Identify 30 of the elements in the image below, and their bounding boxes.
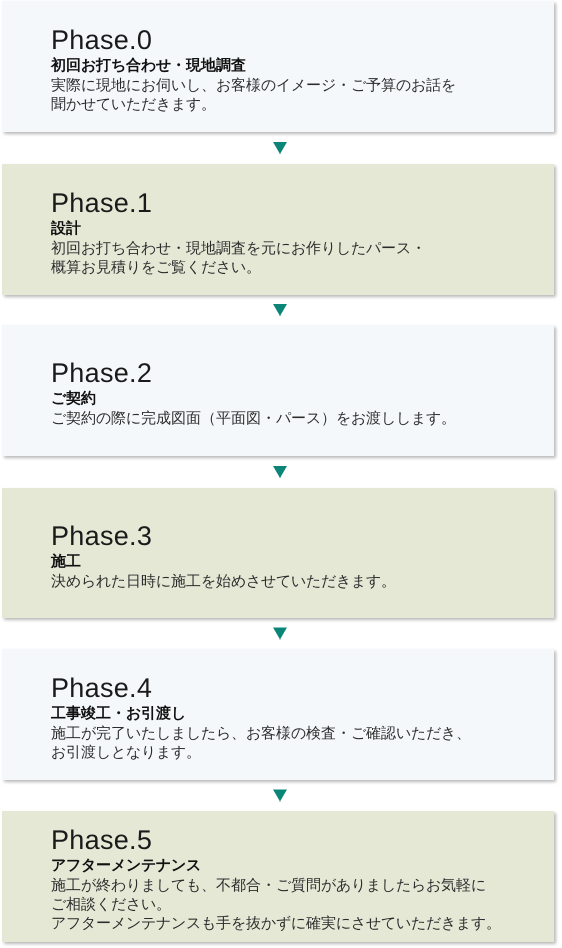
phase-title: Phase.2 (51, 358, 152, 388)
step-description: ご契約の際に完成図面（平面図・パース）をお渡しします。 (51, 409, 456, 428)
phase-card (2, 164, 554, 295)
arrow (273, 304, 287, 316)
arrow (273, 142, 287, 154)
phase-card (2, 325, 554, 456)
phase-card (2, 811, 554, 942)
arrow (273, 466, 287, 478)
step-heading: 施工 (51, 552, 81, 572)
step-heading: 初回お打ち合わせ・現地調査 (51, 56, 246, 76)
phase-card (2, 488, 554, 618)
step-description: 施工が完了いたしましたら、お客様の検査・ご確認いただき、お引渡しとなります。 (51, 724, 472, 762)
step-description: 実際に現地にお伺いし、お客様のイメージ・ご予算のお話を聞かせていただきます。 (51, 76, 457, 114)
phase-title: Phase.1 (51, 188, 152, 218)
arrow (273, 627, 287, 640)
phase-title: Phase.5 (51, 825, 152, 855)
step-heading: ご契約 (51, 389, 96, 409)
step-description: 決められた日時に施工を始めさせていただきます。 (51, 572, 396, 590)
phase-title: Phase.4 (51, 672, 152, 702)
phase-card (2, 649, 554, 780)
step-heading: 設計 (51, 218, 81, 238)
arrow (273, 789, 287, 802)
step-description: アフターメンテナンスも手を抜かずに確実にさせていただきます。 (51, 914, 501, 933)
step-description: 施工が終わりましても、不都合・ご質問がありましたらお気軽にご相談ください。 (51, 876, 487, 914)
phase-title: Phase.3 (51, 520, 152, 550)
phase-card (2, 1, 554, 132)
step-heading: 工事竣工・お引渡し (51, 704, 186, 724)
step-heading: アフターメンテナンス (51, 856, 201, 876)
step-description: 初回お打ち合わせ・現地調査を元にお作りしたパース・概算お見積りをご覧ください。 (51, 238, 427, 276)
phase-title: Phase.0 (51, 24, 152, 54)
